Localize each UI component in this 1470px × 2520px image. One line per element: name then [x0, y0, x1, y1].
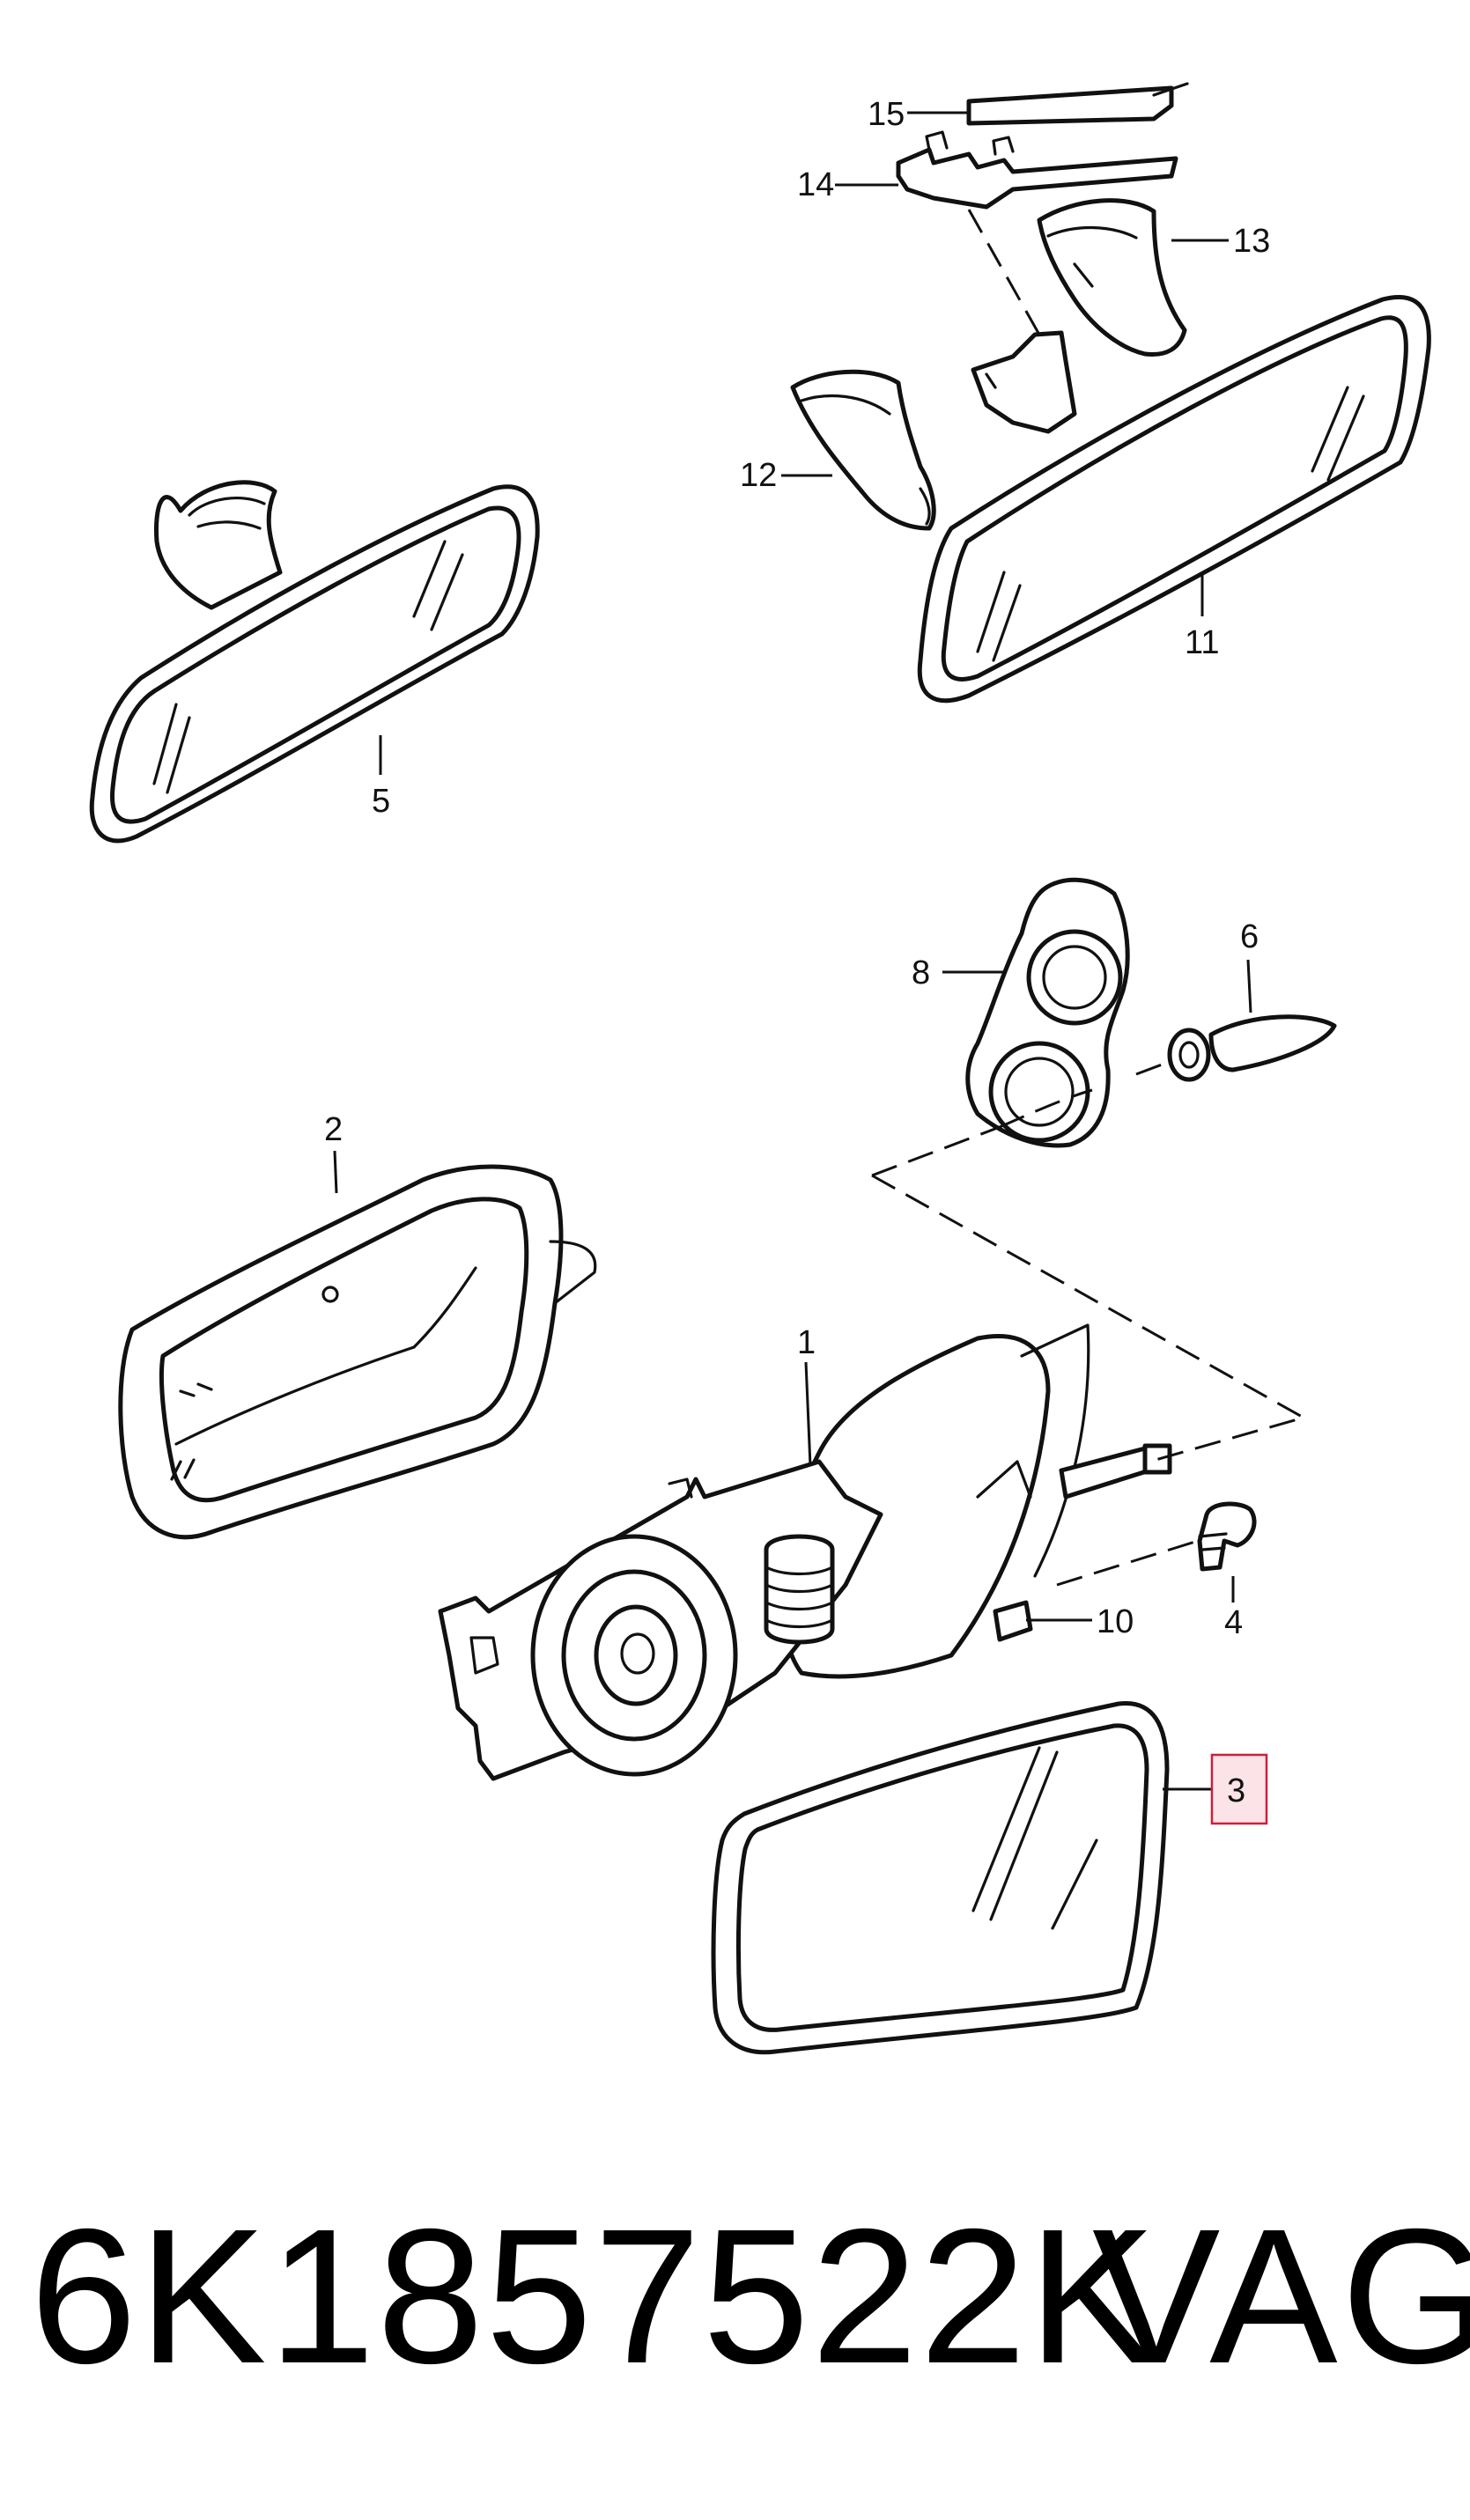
part-14-clip-bracket — [896, 130, 1178, 210]
assembly-line-8-6 — [871, 1125, 1001, 1177]
assembly-line-14-11 — [967, 209, 1041, 335]
callout-4: 4 — [1224, 1604, 1243, 1641]
callout-13: 13 — [1233, 223, 1270, 260]
part-6-bulb — [1167, 1014, 1337, 1082]
part-3-mirror-glass — [711, 1700, 1170, 2055]
assembly-line-8-base — [999, 1088, 1093, 1129]
callout-6: 6 — [1240, 918, 1259, 955]
brand-name: VAG — [1092, 2190, 1470, 2404]
assembly-line-bracket-bulb — [1135, 1059, 1172, 1076]
exploded-parts-diagram: 15 14 13 12 11 5 8 6 2 1 10 4 3 — [89, 82, 1431, 2055]
callout-3-highlight — [1210, 1753, 1268, 1825]
part-number: 6K1857522K — [30, 2190, 1158, 2404]
part-11-mount-stub — [971, 330, 1077, 434]
assembly-line-1-8 — [871, 1174, 1307, 1463]
part-4-screw — [1197, 1501, 1257, 1572]
callout-1: 1 — [797, 1324, 816, 1361]
part-12-cover-half — [790, 369, 936, 531]
callout-10: 10 — [1097, 1603, 1134, 1640]
callout-8: 8 — [912, 954, 930, 991]
callout-2: 2 — [324, 1111, 343, 1148]
callout-3: 3 — [1227, 1772, 1245, 1809]
part-11-interior-mirror — [917, 294, 1431, 704]
callout-11: 11 — [1185, 624, 1219, 661]
callout-14: 14 — [797, 166, 834, 203]
part-5-interior-mirror — [89, 480, 540, 844]
part-15-adhesive-strip — [966, 82, 1189, 126]
callout-12: 12 — [740, 457, 777, 494]
part-2-mirror-housing — [118, 1164, 597, 1540]
assembly-line-4 — [1056, 1539, 1199, 1587]
callout-15: 15 — [868, 96, 905, 133]
part-13-cover-half — [1037, 198, 1187, 357]
part-1-mirror-base — [438, 1323, 1172, 1781]
callout-5: 5 — [372, 783, 390, 820]
